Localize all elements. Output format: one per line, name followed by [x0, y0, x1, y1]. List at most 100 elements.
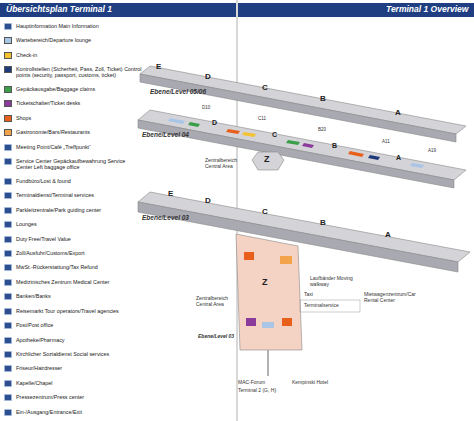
legend-text: Pressezentrum/Press center — [16, 394, 142, 400]
legend-row: Check-in — [4, 52, 144, 59]
legend-swatch — [4, 66, 12, 73]
legend-text: Post/Post office — [16, 322, 142, 328]
legend-row: Fundbüro/Lost & found — [4, 178, 144, 185]
legend-text: Reisemarkt Tour operators/Travel agencie… — [16, 308, 142, 314]
level-front-face — [140, 74, 456, 142]
legend-row: Terminaldienst/Terminal services — [4, 192, 144, 199]
legend-row: Lounges — [4, 221, 144, 228]
area-patches — [168, 118, 424, 168]
legend-icon — [4, 365, 12, 372]
pier-letter: A — [395, 109, 401, 118]
legend-row: Wartebereich/Departure lounge — [4, 37, 144, 44]
pier-letter: C — [262, 208, 268, 217]
legend-icon — [4, 351, 12, 358]
legend-row: Ein-/Ausgang/Entrance/Exit — [4, 409, 144, 416]
legend-icon — [4, 293, 12, 300]
level-top-face — [138, 192, 470, 262]
legend-swatch — [4, 37, 12, 44]
legend-text: Gepäckausgabe/Baggage claims — [16, 86, 142, 92]
area-letter: Z — [264, 155, 270, 165]
legend-text: Duty Free/Travel Value — [16, 236, 142, 242]
legend-text: Terminaldienst/Terminal services — [16, 192, 142, 198]
level-front-face — [138, 120, 454, 188]
pier-letter: A — [385, 231, 391, 240]
central-area-block — [236, 234, 302, 350]
legend-row: Friseur/Hairdresser — [4, 365, 144, 372]
legend-row: Apotheke/Pharmacy — [4, 337, 144, 344]
legend-text: Gastronomie/Bars/Restaurants — [16, 129, 142, 135]
legend-text: Friseur/Hairdresser — [16, 365, 142, 371]
legend-text: Parkleitzentrale/Park guiding center — [16, 207, 142, 213]
gate-number: B20 — [318, 128, 326, 133]
legend-row: Shops — [4, 115, 144, 122]
legend-swatch — [4, 52, 12, 59]
legend-icon — [4, 23, 12, 30]
legend-icon — [4, 337, 12, 344]
legend-icon — [4, 394, 12, 401]
legend-swatch — [4, 86, 12, 93]
legend-text: Wartebereich/Departure lounge — [16, 37, 142, 43]
legend-icon — [4, 380, 12, 387]
pier-letter: E — [168, 190, 173, 199]
pier-letter: C — [262, 84, 268, 93]
page-title-en: Terminal 1 Overview — [386, 5, 468, 14]
pier-letter: A — [396, 154, 401, 162]
area-label: Zentralbereich Central Area — [205, 158, 250, 169]
legend-text: Medizinisches Zentrum Medical Center — [16, 279, 142, 285]
legend-row: Gepäckausgabe/Baggage claims — [4, 86, 144, 93]
legend-row: Service Center Gepäckaufbewahrung Servic… — [4, 158, 144, 170]
legend-text: Banken/Banks — [16, 293, 142, 299]
gate-number: A19 — [428, 149, 436, 154]
pier-letter: C — [272, 131, 277, 139]
legend-swatch — [4, 115, 12, 122]
pier-letter: E — [156, 63, 161, 72]
legend-text: Kapelle/Chapel — [16, 380, 142, 386]
legend-icon — [4, 279, 12, 286]
walkway-link — [267, 350, 269, 376]
legend-icon — [4, 158, 12, 165]
gate-number: C11 — [258, 117, 266, 122]
pier-letter: D — [205, 73, 211, 82]
legend-row: Banken/Banks — [4, 293, 144, 300]
legend-icon — [4, 236, 12, 243]
legend-text: Kirchlicher Sozialdienst Social services — [16, 351, 142, 357]
legend-text: Ticketschalter/Ticket desks — [16, 100, 142, 106]
legend-row: Parkleitzentrale/Park guiding center — [4, 207, 144, 214]
pier-letter: B — [320, 95, 326, 104]
level-label: Ebene/Level 03 — [198, 334, 234, 340]
legend-row: Zoll/Ausfuhr/Customs/Export — [4, 250, 144, 257]
legend-text: Lounges — [16, 221, 142, 227]
legend-row: Kirchlicher Sozialdienst Social services — [4, 351, 144, 358]
legend-icon — [4, 264, 12, 271]
legend-row: Kontrollstellen (Sicherheit, Pass, Zoll,… — [4, 66, 144, 78]
legend-icon — [4, 192, 12, 199]
legend-row: Meeting Point/Café „Treffpunkt“ — [4, 144, 144, 151]
legend-icon — [4, 308, 12, 315]
pier-letter: B — [320, 219, 326, 228]
legend-row: MwSt.-Rückerstattung/Tax Refund — [4, 264, 144, 271]
level-label: Ebene/Level 04 — [142, 131, 189, 138]
legend-text: Zoll/Ausfuhr/Customs/Export — [16, 250, 142, 256]
legend-row: Reisemarkt Tour operators/Travel agencie… — [4, 308, 144, 315]
legend-icon — [4, 144, 12, 151]
legend: Hauptinformation Main InformationWartebe… — [4, 23, 144, 416]
gate-number: A11 — [382, 140, 390, 145]
legend-text: Service Center Gepäckaufbewahrung Servic… — [16, 158, 142, 170]
legend-swatch — [4, 129, 12, 136]
pier-letter: D — [205, 197, 211, 206]
pier-letter: D — [212, 119, 217, 127]
legend-icon — [4, 250, 12, 257]
road-outline — [300, 300, 360, 312]
legend-icon — [4, 409, 12, 416]
area-letter: Z — [262, 278, 268, 288]
legend-text: MwSt.-Rückerstattung/Tax Refund — [16, 264, 142, 270]
header-bar — [237, 3, 474, 17]
legend-row: Duty Free/Travel Value — [4, 236, 144, 243]
page-title: Übersichtsplan Terminal 1 — [6, 5, 112, 14]
legend-text: Kontrollstellen (Sicherheit, Pass, Zoll,… — [16, 66, 142, 78]
service-label: Mietwagenzentrum/Car Rental Center — [364, 292, 424, 303]
service-label: Taxi — [304, 292, 313, 298]
header-bar — [0, 3, 237, 17]
central-area-hex — [252, 152, 284, 170]
walkway-label: Laufbänder Moving walkway — [310, 276, 360, 287]
